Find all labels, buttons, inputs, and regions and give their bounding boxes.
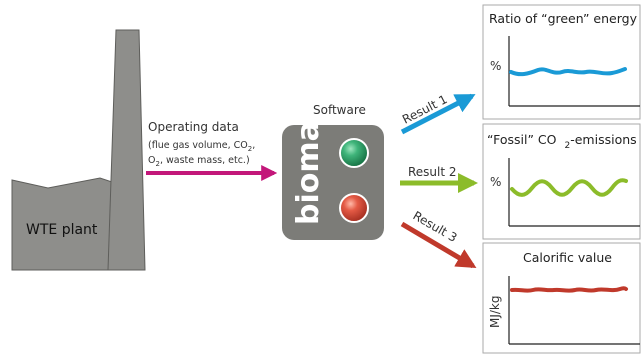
result-3-label: Result 3 — [411, 208, 460, 244]
panel-3-unit: MJ/kg — [488, 295, 502, 328]
panel-1-title: Ratio of “green” energy — [489, 11, 638, 26]
result-3-arrow — [400, 221, 477, 269]
input-title: Operating data — [148, 120, 239, 134]
panel-3-title: Calorific value — [523, 250, 612, 265]
plant-label: WTE plant — [26, 222, 98, 238]
status-light-red — [339, 193, 369, 223]
panel-1-line — [509, 67, 627, 77]
status-light-green — [339, 138, 369, 168]
panel-calorific-value: Calorific value MJ/kg — [482, 242, 641, 354]
software-box: Software bioma — [282, 103, 384, 240]
wte-plant: WTE plant — [11, 29, 146, 271]
input-details-line1: (flue gas volume, CO2, — [148, 140, 255, 153]
panel-3-line — [510, 286, 628, 293]
input-data: Operating data (flue gas volume, CO2, O2… — [146, 120, 278, 181]
result-2-label: Result 2 — [408, 165, 457, 179]
input-details-line2: O2, waste mass, etc.) — [148, 155, 250, 168]
result-3: Result 3 — [400, 208, 477, 269]
result-1: Result 1 — [400, 92, 476, 135]
result-2: Result 2 — [400, 165, 478, 193]
result-1-arrow — [400, 93, 476, 135]
panel-1-unit: % — [490, 59, 501, 73]
software-caption: Software — [313, 103, 366, 117]
panel-2-line — [510, 178, 628, 197]
panel-green-energy: Ratio of “green” energy % — [482, 4, 641, 120]
software-name: bioma — [291, 121, 326, 225]
panel-2-unit: % — [490, 175, 501, 189]
chimney — [107, 29, 146, 271]
